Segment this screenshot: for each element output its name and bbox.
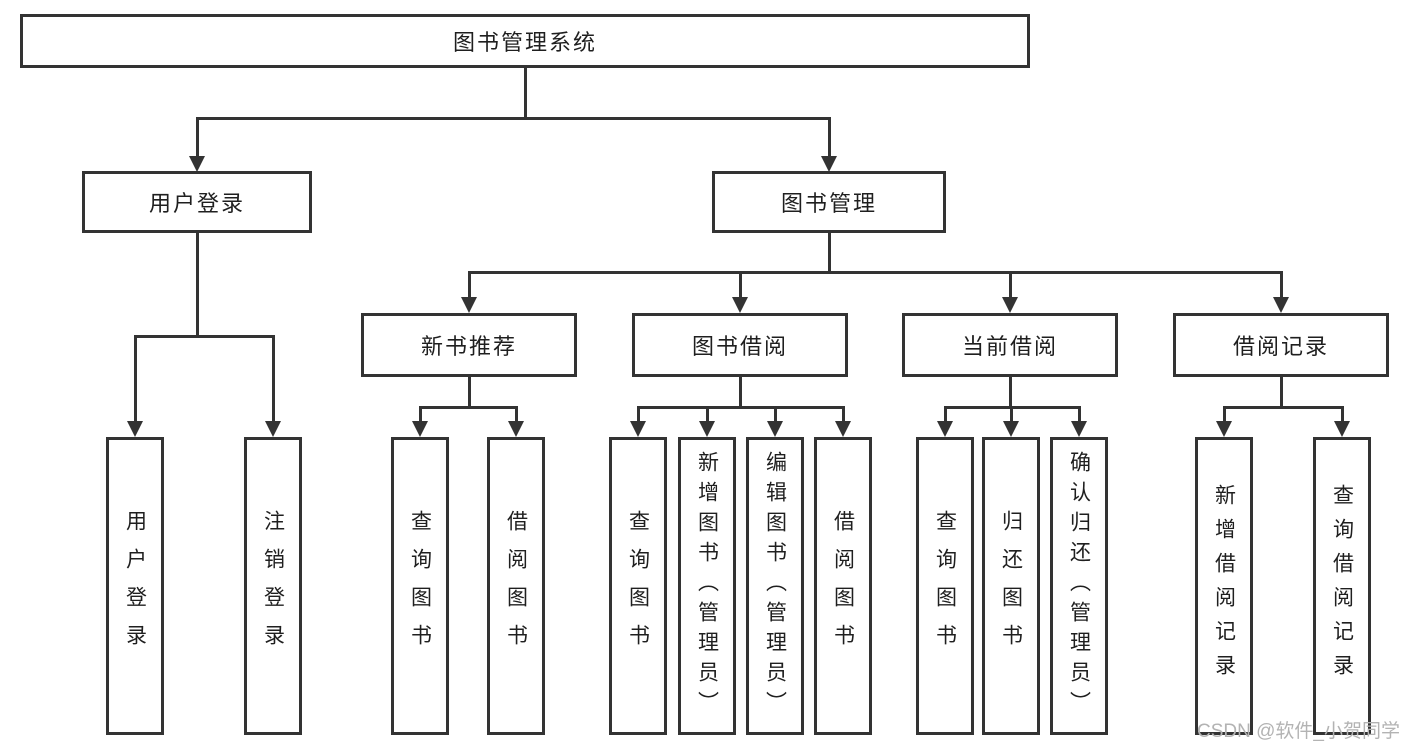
arrow-down-icon — [1002, 297, 1018, 313]
line — [419, 406, 518, 409]
line — [637, 406, 844, 409]
leaf-query-books-current-label: 查询图书 — [933, 510, 957, 662]
leaf-add-book-admin-label: 新增图书（管理员） — [695, 451, 719, 721]
leaf-add-borrow-record-label: 新增借阅记录 — [1212, 484, 1236, 688]
arrow-down-icon — [767, 421, 783, 437]
node-library-system: 图书管理系统 — [20, 14, 1030, 68]
line — [134, 335, 275, 338]
leaf-query-books-recommend-label: 查询图书 — [408, 510, 432, 662]
node-current-borrowing: 当前借阅 — [902, 313, 1118, 377]
arrow-down-icon — [937, 421, 953, 437]
node-borrowing-records: 借阅记录 — [1173, 313, 1389, 377]
leaf-user-login-label: 用户登录 — [123, 510, 147, 662]
leaf-confirm-return-admin-label: 确认归还（管理员） — [1067, 451, 1091, 721]
line — [468, 377, 471, 408]
line — [1280, 271, 1283, 299]
line — [1078, 406, 1081, 423]
leaf-query-books-current: 查询图书 — [916, 437, 974, 735]
node-book-borrowing: 图书借阅 — [632, 313, 848, 377]
leaf-edit-book-admin: 编辑图书（管理员） — [746, 437, 804, 735]
arrow-down-icon — [461, 297, 477, 313]
line — [637, 406, 640, 423]
node-book-management-label: 图书管理 — [780, 191, 877, 216]
arrow-down-icon — [1334, 421, 1350, 437]
line — [196, 117, 830, 120]
leaf-edit-book-admin-label: 编辑图书（管理员） — [763, 451, 787, 721]
line — [272, 335, 275, 422]
arrow-down-icon — [1071, 421, 1087, 437]
line — [739, 377, 742, 408]
line — [774, 406, 777, 423]
node-current-borrowing-label: 当前借阅 — [961, 334, 1058, 359]
line — [1223, 406, 1226, 423]
arrow-down-icon — [265, 421, 281, 437]
leaf-query-books-recommend: 查询图书 — [391, 437, 449, 735]
leaf-borrow-books-borrowing-label: 借阅图书 — [831, 510, 855, 662]
node-book-management: 图书管理 — [712, 171, 946, 233]
line — [739, 271, 742, 299]
line — [1223, 406, 1343, 409]
leaf-query-books-borrowing-label: 查询图书 — [626, 510, 650, 662]
leaf-user-login: 用户登录 — [106, 437, 164, 735]
arrow-down-icon — [732, 297, 748, 313]
line — [828, 233, 831, 273]
line — [419, 406, 422, 423]
arrow-down-icon — [189, 156, 205, 172]
node-book-borrowing-label: 图书借阅 — [691, 334, 788, 359]
node-library-system-label: 图书管理系统 — [452, 30, 597, 55]
node-user-login: 用户登录 — [82, 171, 312, 233]
arrow-down-icon — [1216, 421, 1232, 437]
leaf-query-borrow-record: 查询借阅记录 — [1313, 437, 1371, 735]
leaf-return-books-label: 归还图书 — [999, 510, 1023, 662]
line — [134, 335, 137, 422]
arrow-down-icon — [127, 421, 143, 437]
leaf-borrow-books-borrowing: 借阅图书 — [814, 437, 872, 735]
leaf-add-book-admin: 新增图书（管理员） — [678, 437, 736, 735]
line — [1341, 406, 1344, 423]
line — [842, 406, 845, 423]
leaf-borrow-books-recommend: 借阅图书 — [487, 437, 545, 735]
line — [1009, 377, 1012, 408]
line — [515, 406, 518, 423]
arrow-down-icon — [699, 421, 715, 437]
arrow-down-icon — [508, 421, 524, 437]
line — [524, 68, 527, 118]
leaf-logout: 注销登录 — [244, 437, 302, 735]
node-user-login-label: 用户登录 — [148, 191, 245, 216]
leaf-query-borrow-record-label: 查询借阅记录 — [1330, 484, 1354, 688]
leaf-add-borrow-record: 新增借阅记录 — [1195, 437, 1253, 735]
node-new-book-recommend-label: 新书推荐 — [420, 334, 517, 359]
node-borrowing-records-label: 借阅记录 — [1232, 334, 1329, 359]
leaf-borrow-books-recommend-label: 借阅图书 — [504, 510, 528, 662]
arrow-down-icon — [821, 156, 837, 172]
arrow-down-icon — [1003, 421, 1019, 437]
line — [468, 271, 1282, 274]
line — [1280, 377, 1283, 408]
arrow-down-icon — [835, 421, 851, 437]
arrow-down-icon — [412, 421, 428, 437]
arrow-down-icon — [1273, 297, 1289, 313]
line — [196, 117, 199, 157]
line — [944, 406, 947, 423]
line — [1010, 406, 1013, 423]
line — [828, 117, 831, 157]
line — [468, 271, 471, 299]
line — [1009, 271, 1012, 299]
leaf-query-books-borrowing: 查询图书 — [609, 437, 667, 735]
node-new-book-recommend: 新书推荐 — [361, 313, 577, 377]
leaf-confirm-return-admin: 确认归还（管理员） — [1050, 437, 1108, 735]
arrow-down-icon — [630, 421, 646, 437]
line — [706, 406, 709, 423]
csdn-watermark: CSDN @软件_小贺同学 — [1197, 721, 1400, 742]
leaf-logout-label: 注销登录 — [261, 510, 285, 662]
leaf-return-books: 归还图书 — [982, 437, 1040, 735]
line — [196, 233, 199, 337]
